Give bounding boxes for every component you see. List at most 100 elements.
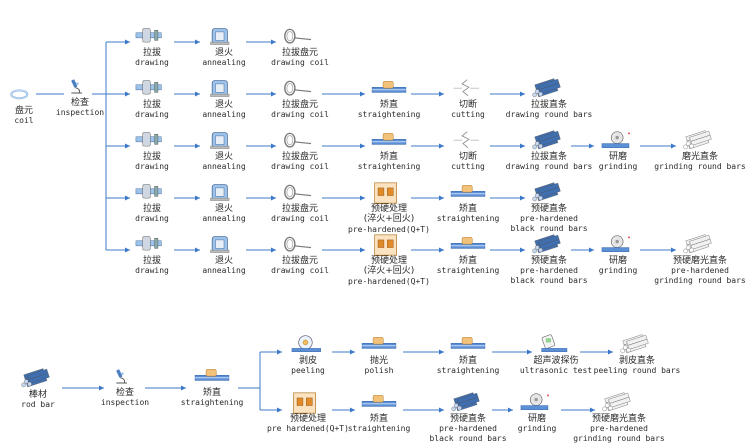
arrowhead (520, 91, 525, 97)
arrowhead (439, 91, 444, 97)
arrowhead (589, 247, 594, 253)
step-label-cn: 矫直 (458, 256, 477, 266)
step-label-en: drawing (135, 110, 169, 120)
step-label-cn: 预硬处理 (370, 256, 407, 266)
step-label-en: rod bar (21, 400, 55, 410)
cutting-icon (453, 131, 479, 149)
step-label-en: drawing coil (271, 110, 329, 120)
annealing-furnace-icon (210, 132, 230, 149)
arrowhead (195, 195, 200, 201)
drawing-machine-icon (135, 80, 162, 95)
step-label-cn: 超声波探伤 (533, 356, 579, 366)
microscope-icon (116, 369, 127, 384)
step-label-cn: 拉拔盘元 (281, 204, 318, 214)
arrowhead (520, 195, 525, 201)
step-label-en: annealing (202, 162, 246, 172)
arrowhead (271, 91, 276, 97)
arrowhead (271, 195, 276, 201)
process-step: 预硬处理(淬火+回火)pre-hardened(Q+T) (341, 182, 437, 234)
arrowhead (271, 247, 276, 253)
arrowhead (520, 143, 525, 149)
arrowhead (271, 143, 276, 149)
bar-bundle-blue-icon (532, 78, 561, 98)
straightening-machine-icon (450, 185, 486, 197)
step-label-cn: 棒材 (28, 390, 47, 400)
arrowhead (671, 143, 676, 149)
bar-bundle-blue-icon (451, 392, 480, 412)
annealing-furnace-icon (210, 236, 230, 253)
step-label-en: drawing coil (271, 214, 329, 224)
step-label-cn: 剥皮直条 (618, 356, 655, 366)
step-label-cn: 矫直 (369, 414, 388, 424)
arrowhead (520, 247, 525, 253)
arrowhead (360, 91, 365, 97)
arrowhead (277, 407, 282, 413)
step-label-cn: 预硬直条 (449, 414, 486, 424)
peeling-machine-icon (291, 335, 321, 352)
drawing-machine-icon (135, 184, 162, 199)
step-label-cn: 预硬处理 (289, 414, 326, 424)
heat-treatment-icon (293, 392, 316, 414)
straightening-machine-icon (450, 337, 486, 349)
step-label-en: straightening (436, 214, 500, 224)
bar-bundle-blue-icon (532, 234, 561, 254)
step-label-en: grinding round bars (654, 162, 746, 172)
step-label-cn: 拉拔盘元 (281, 256, 318, 266)
step-label-en: straightening (180, 398, 244, 408)
step-label-en: pre-hardened (590, 424, 648, 434)
arrowhead (360, 143, 365, 149)
step-label-cn: 预硬直条 (530, 204, 567, 214)
step-label-cn: 检查 (70, 98, 89, 108)
arrowhead (277, 349, 282, 355)
arrowhead (439, 143, 444, 149)
arrowhead (589, 143, 594, 149)
straightening-machine-icon (371, 81, 407, 93)
step-label-en: peeling round bars (593, 366, 681, 376)
step-label-cn2: (淬火+回火) (363, 266, 415, 277)
step-label-en2: black round bars (429, 433, 507, 443)
arrowhead (671, 247, 676, 253)
grinding-machine-icon (601, 235, 631, 252)
step-label-en: peeling (291, 366, 325, 376)
coil-ring-icon (10, 89, 29, 100)
step-label-en: straightening (357, 162, 421, 172)
step-label-en: drawing coil (271, 58, 329, 68)
step-label-cn: 预硬直条 (530, 256, 567, 266)
heat-treatment-icon (374, 182, 397, 204)
step-label-en: ultrasonic test (519, 366, 593, 376)
arrowhead (439, 195, 444, 201)
arrowhead (195, 247, 200, 253)
step-label-en: grinding (598, 162, 638, 172)
step-label-cn: 拉拔 (142, 152, 161, 162)
arrowhead (125, 195, 130, 201)
step-label-en: grinding (598, 266, 638, 276)
step-label-cn: 拉拔 (142, 204, 161, 214)
step-label-cn: 拉拔 (142, 100, 161, 110)
step-label-en: straightening (436, 366, 500, 376)
step-label-cn: 退火 (214, 48, 233, 58)
annealing-furnace-icon (210, 184, 230, 201)
step-label-en: inspection (100, 398, 150, 408)
